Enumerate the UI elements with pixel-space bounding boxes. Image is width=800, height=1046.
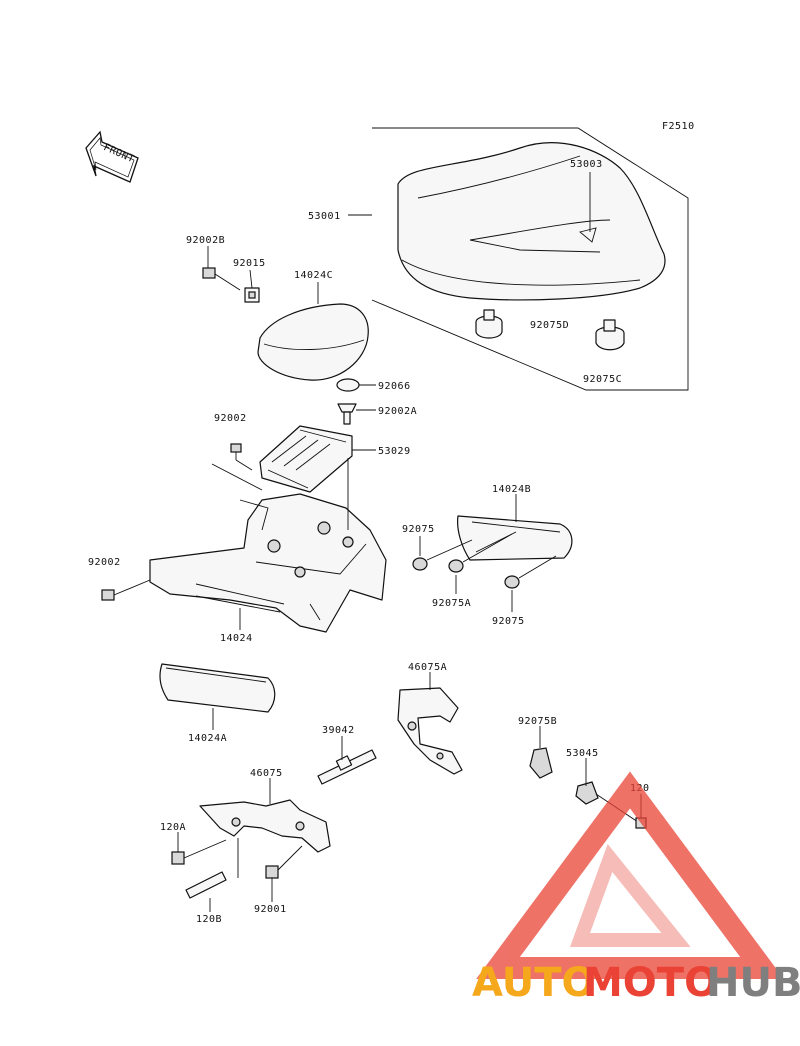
front-arrow-icon: FRONT — [85, 130, 139, 183]
cap-92066 — [336, 378, 360, 392]
shaft-39042 — [317, 749, 377, 785]
bolt-92001 — [265, 845, 303, 879]
damper-92075c — [595, 319, 625, 351]
watermark-text: AUTO MOTO HUB — [472, 960, 800, 1006]
watermark-logo-icon — [476, 771, 784, 979]
bolt-120a — [171, 839, 227, 865]
label-14024: 14024 — [220, 633, 253, 644]
bracket-46075a — [397, 687, 463, 775]
damper-92075d — [475, 309, 503, 339]
side-cover-14024b — [457, 515, 573, 561]
label-92002b: 92002B — [186, 235, 225, 246]
latch-92075b — [529, 747, 553, 779]
label-92075c: 92075C — [583, 374, 622, 385]
label-14024a: 14024A — [188, 733, 227, 744]
label-53045: 53045 — [566, 748, 599, 759]
label-92075d: 92075D — [530, 320, 569, 331]
rear-cowl-14024 — [149, 493, 387, 633]
label-92075-b: 92075 — [492, 616, 525, 627]
label-92075b: 92075B — [518, 716, 557, 727]
nut-92075-b — [504, 555, 557, 589]
bolt-92002-top — [230, 443, 242, 453]
nut-92075-a — [412, 539, 473, 571]
seat-group-outline — [371, 127, 689, 391]
bolt-92002b — [202, 267, 241, 291]
seat-cover-14024c — [257, 303, 369, 381]
leader-lines — [177, 172, 642, 912]
label-92075-a: 92075 — [402, 524, 435, 535]
label-92075a: 92075A — [432, 598, 471, 609]
watermark-auto: AUTO — [472, 960, 596, 1006]
label-46075: 46075 — [250, 768, 283, 779]
label-92002a: 92002A — [378, 406, 417, 417]
label-120a: 120A — [160, 822, 186, 833]
part-labels: 53001 53003 92075D 92075C 92002B 92015 1… — [88, 159, 649, 925]
label-14024b: 14024B — [492, 484, 531, 495]
bolt-120b — [185, 838, 239, 899]
bolt-92002-left — [101, 579, 151, 601]
watermark-hub: HUB — [706, 960, 800, 1006]
label-120b: 120B — [196, 914, 222, 925]
clip-92015 — [244, 287, 260, 303]
label-92015: 92015 — [233, 258, 266, 269]
knob-53045 — [575, 781, 599, 805]
label-92066: 92066 — [378, 381, 411, 392]
label-53003: 53003 — [570, 159, 603, 170]
watermark-moto: MOTO — [583, 960, 718, 1006]
figure-code: F2510 — [662, 121, 695, 132]
label-39042: 39042 — [322, 725, 355, 736]
label-92002-top: 92002 — [214, 413, 247, 424]
side-cover-14024a — [159, 663, 276, 713]
bolt-92002a — [337, 403, 357, 425]
label-14024c: 14024C — [294, 270, 333, 281]
label-53029: 53029 — [378, 446, 411, 457]
label-46075a: 46075A — [408, 662, 447, 673]
label-92001: 92001 — [254, 904, 287, 915]
nut-92075a — [448, 533, 513, 573]
label-92002-left: 92002 — [88, 557, 121, 568]
main-seat — [397, 142, 666, 301]
bracket-46075 — [199, 799, 331, 853]
rack-53029 — [259, 425, 353, 493]
label-53001: 53001 — [308, 211, 341, 222]
